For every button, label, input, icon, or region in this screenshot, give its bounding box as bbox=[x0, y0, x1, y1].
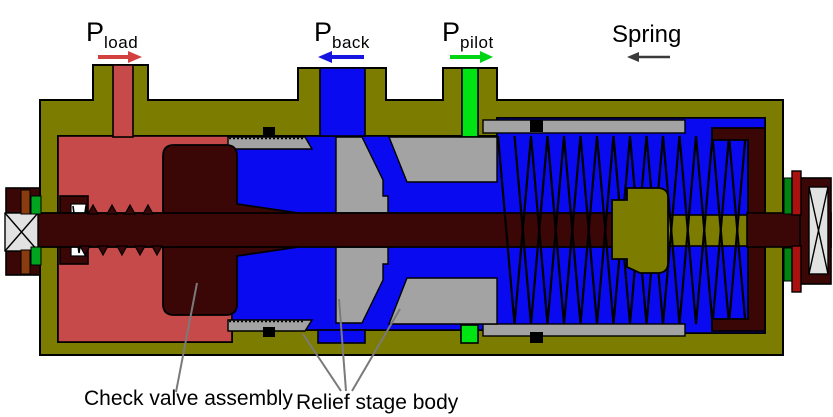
p-load-subscript: load bbox=[104, 33, 139, 52]
seal-green bbox=[783, 247, 793, 282]
p-back-symbol: P bbox=[314, 17, 333, 47]
spring-arrow bbox=[627, 52, 670, 62]
spring-adjuster-nut bbox=[611, 187, 669, 274]
seal-green bbox=[783, 177, 793, 215]
p-pilot-label: Ppilot bbox=[442, 17, 494, 52]
spring-label: Spring bbox=[612, 21, 682, 48]
relief-sleeve-lower bbox=[387, 277, 498, 325]
p-load-label: Pload bbox=[86, 17, 139, 52]
p-back-subscript: back bbox=[332, 33, 370, 52]
pilot-port-channel bbox=[461, 67, 479, 138]
screw-hatch bbox=[808, 186, 829, 275]
seal-green bbox=[30, 195, 42, 215]
p-back-arrow bbox=[318, 51, 364, 63]
p-pilot-subscript: pilot bbox=[460, 33, 494, 52]
oring-seal bbox=[263, 127, 275, 137]
seal-crimson bbox=[791, 245, 802, 293]
seal-brown bbox=[20, 189, 31, 215]
p-pilot-arrow bbox=[450, 51, 493, 63]
p-load-arrow bbox=[98, 51, 142, 63]
leader-lines bbox=[175, 282, 401, 393]
load-port-channel bbox=[112, 64, 134, 138]
p-pilot-symbol: P bbox=[442, 17, 461, 47]
check-valve-leader bbox=[175, 282, 198, 393]
oring-seal bbox=[263, 327, 275, 337]
right-end-cap bbox=[783, 170, 832, 293]
valve-stem bbox=[36, 212, 633, 248]
check-valve-spring bbox=[78, 203, 164, 257]
relief-leader-left bbox=[302, 333, 342, 392]
relief-leader-mid bbox=[338, 298, 347, 392]
p-back-label: Pback bbox=[314, 17, 370, 52]
back-port-channel bbox=[319, 67, 366, 137]
relief-sleeve-band-bottom bbox=[482, 323, 686, 337]
left-end-cap bbox=[4, 187, 42, 276]
screw-hatch bbox=[4, 212, 39, 252]
relief-leader-right bbox=[351, 308, 401, 392]
check-valve-caption: Check valve assembly bbox=[84, 387, 293, 410]
relief-sleeve-plate-bottom bbox=[227, 319, 314, 332]
oring-seal bbox=[530, 120, 543, 132]
p-load-symbol: P bbox=[86, 17, 105, 47]
seal-crimson bbox=[791, 170, 802, 216]
pilot-channel-bottom bbox=[460, 324, 479, 344]
relief-sleeve-upper bbox=[387, 136, 498, 183]
seal-brown bbox=[20, 249, 31, 275]
seal-green bbox=[30, 246, 42, 266]
relief-sleeve-band-top bbox=[482, 119, 686, 134]
relief-stage-caption: Relief stage body bbox=[296, 391, 459, 414]
oring-seal bbox=[530, 332, 543, 343]
spring-retainer bbox=[711, 127, 766, 332]
